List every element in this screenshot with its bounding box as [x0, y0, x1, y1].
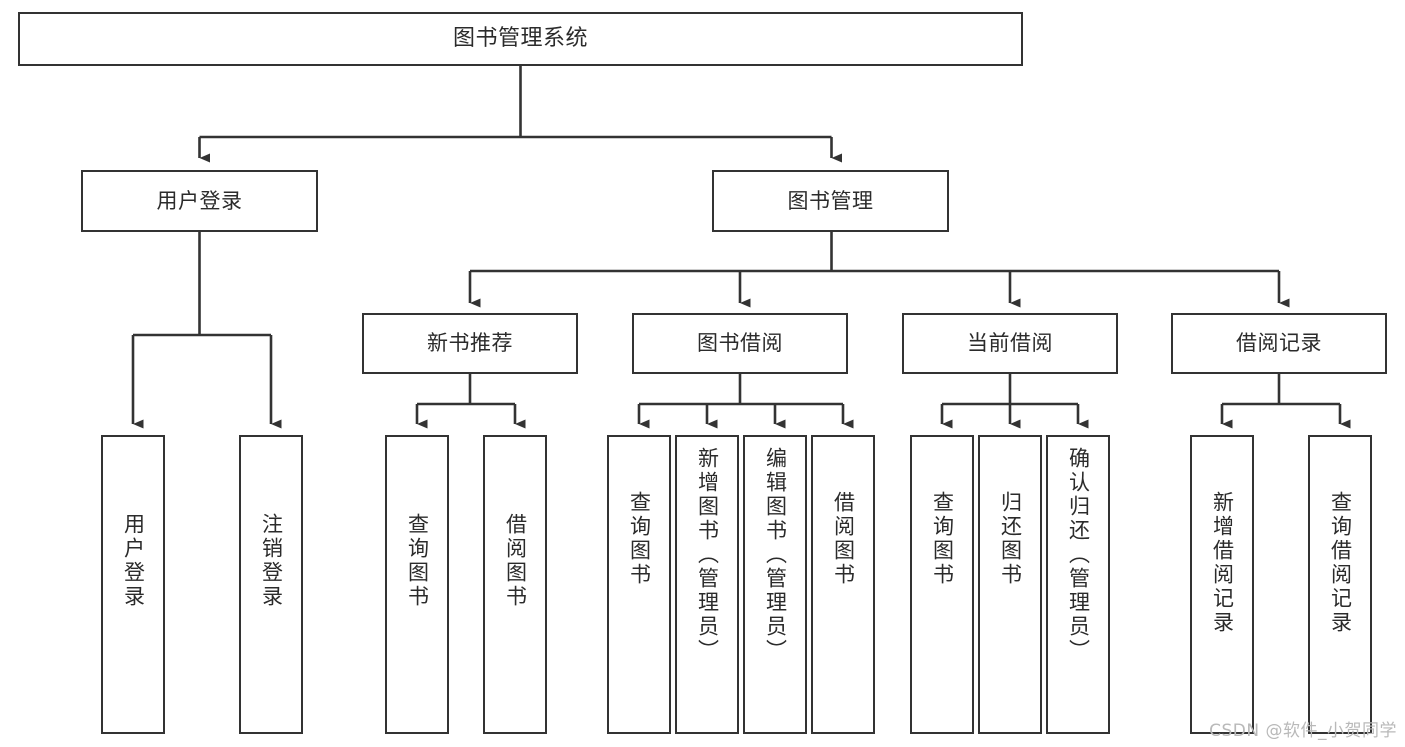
- node-leaf-add-record[interactable]: 新增借阅记录: [1190, 435, 1254, 734]
- node-leaf-borrow-book-1[interactable]: 借阅图书: [483, 435, 547, 734]
- node-leaf-query-book-1-label: 查询图书: [405, 513, 430, 609]
- node-new-book-recommend[interactable]: 新书推荐: [362, 313, 578, 374]
- node-book-manage[interactable]: 图书管理: [712, 170, 949, 232]
- node-leaf-borrow-book-2[interactable]: 借阅图书: [811, 435, 875, 734]
- node-borrow-record[interactable]: 借阅记录: [1171, 313, 1387, 374]
- node-leaf-query-record[interactable]: 查询借阅记录: [1308, 435, 1372, 734]
- node-leaf-return-book-label: 归还图书: [998, 491, 1023, 587]
- node-leaf-borrow-book-2-label: 借阅图书: [831, 491, 856, 587]
- node-book-borrow-label: 图书借阅: [697, 331, 783, 356]
- node-leaf-edit-book[interactable]: 编辑图书（管理员）: [743, 435, 807, 734]
- node-leaf-add-record-label: 新增借阅记录: [1210, 491, 1235, 635]
- node-user-login-label: 用户登录: [156, 188, 243, 213]
- node-user-login[interactable]: 用户登录: [81, 170, 318, 232]
- node-leaf-logout[interactable]: 注销登录: [239, 435, 303, 734]
- node-leaf-borrow-book-1-label: 借阅图书: [503, 513, 528, 609]
- node-leaf-query-book-2-label: 查询图书: [627, 491, 652, 587]
- node-book-manage-label: 图书管理: [787, 188, 874, 213]
- node-root[interactable]: 图书管理系统: [18, 12, 1023, 66]
- node-current-borrow-label: 当前借阅: [967, 331, 1053, 356]
- node-leaf-user-login-label: 用户登录: [121, 513, 146, 609]
- node-current-borrow[interactable]: 当前借阅: [902, 313, 1118, 374]
- node-leaf-query-record-label: 查询借阅记录: [1328, 491, 1353, 635]
- node-new-book-recommend-label: 新书推荐: [427, 331, 513, 356]
- node-leaf-confirm-return-label: 确认归还（管理员）: [1066, 447, 1091, 663]
- csdn-watermark: CSDN @软件_小贺同学: [1209, 721, 1397, 741]
- node-leaf-add-book-label: 新增图书（管理员）: [695, 447, 720, 663]
- node-leaf-return-book[interactable]: 归还图书: [978, 435, 1042, 734]
- node-leaf-add-book[interactable]: 新增图书（管理员）: [675, 435, 739, 734]
- node-borrow-record-label: 借阅记录: [1236, 331, 1322, 356]
- node-leaf-edit-book-label: 编辑图书（管理员）: [763, 447, 788, 663]
- node-leaf-user-login[interactable]: 用户登录: [101, 435, 165, 734]
- node-leaf-query-book-2[interactable]: 查询图书: [607, 435, 671, 734]
- node-root-label: 图书管理系统: [452, 26, 588, 52]
- node-leaf-query-book-3[interactable]: 查询图书: [910, 435, 974, 734]
- node-leaf-logout-label: 注销登录: [259, 513, 284, 609]
- node-book-borrow[interactable]: 图书借阅: [632, 313, 848, 374]
- node-leaf-confirm-return[interactable]: 确认归还（管理员）: [1046, 435, 1110, 734]
- node-leaf-query-book-1[interactable]: 查询图书: [385, 435, 449, 734]
- node-leaf-query-book-3-label: 查询图书: [930, 491, 955, 587]
